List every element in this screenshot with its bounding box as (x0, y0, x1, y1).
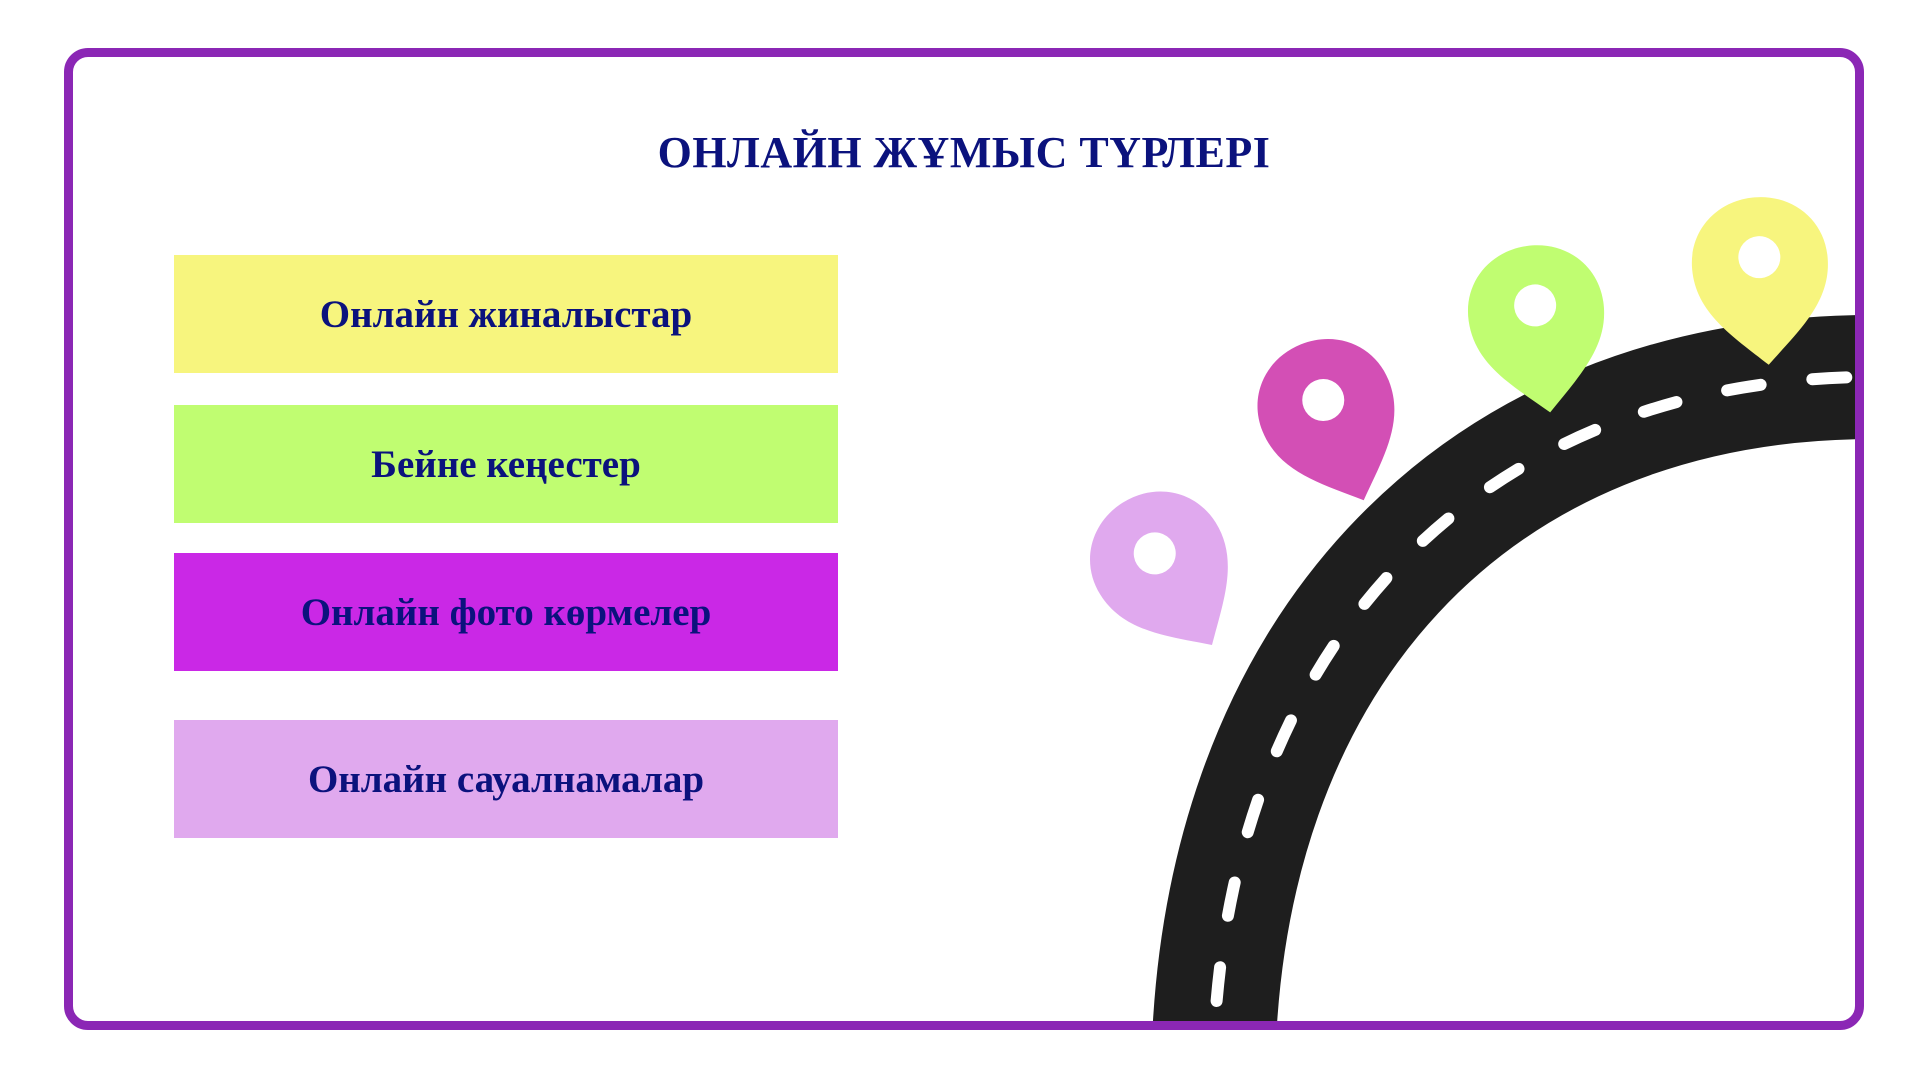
list-item-video-conferences: Бейне кеңестер (174, 405, 838, 523)
list-item-online-meetings: Онлайн жиналыстар (174, 255, 838, 373)
road-marking (1209, 371, 1855, 1021)
list-item-label: Онлайн жиналыстар (319, 292, 693, 336)
list-item-label: Бейне кеңестер (371, 442, 641, 486)
road-illustration (1090, 197, 1855, 1021)
list-item-online-photo-exhibitions: Онлайн фото көрмелер (174, 553, 838, 671)
map-pin-icon (1090, 491, 1228, 645)
list-item-label: Онлайн сауалнамалар (307, 757, 705, 801)
list-item-online-surveys: Онлайн сауалнамалар (174, 720, 838, 838)
map-pin-icon (1691, 197, 1828, 365)
list-item-label: Онлайн фото көрмелер (300, 590, 712, 634)
slide-frame: ОНЛАЙН ЖҰМЫС ТҮРЛЕРІ Онлайн жиналыстар Б… (64, 48, 1864, 1030)
map-pin-icon (1257, 339, 1395, 501)
map-pin-icon (1467, 245, 1605, 413)
slide-title: ОНЛАЙН ЖҰМЫС ТҮРЛЕРІ (657, 128, 1271, 177)
